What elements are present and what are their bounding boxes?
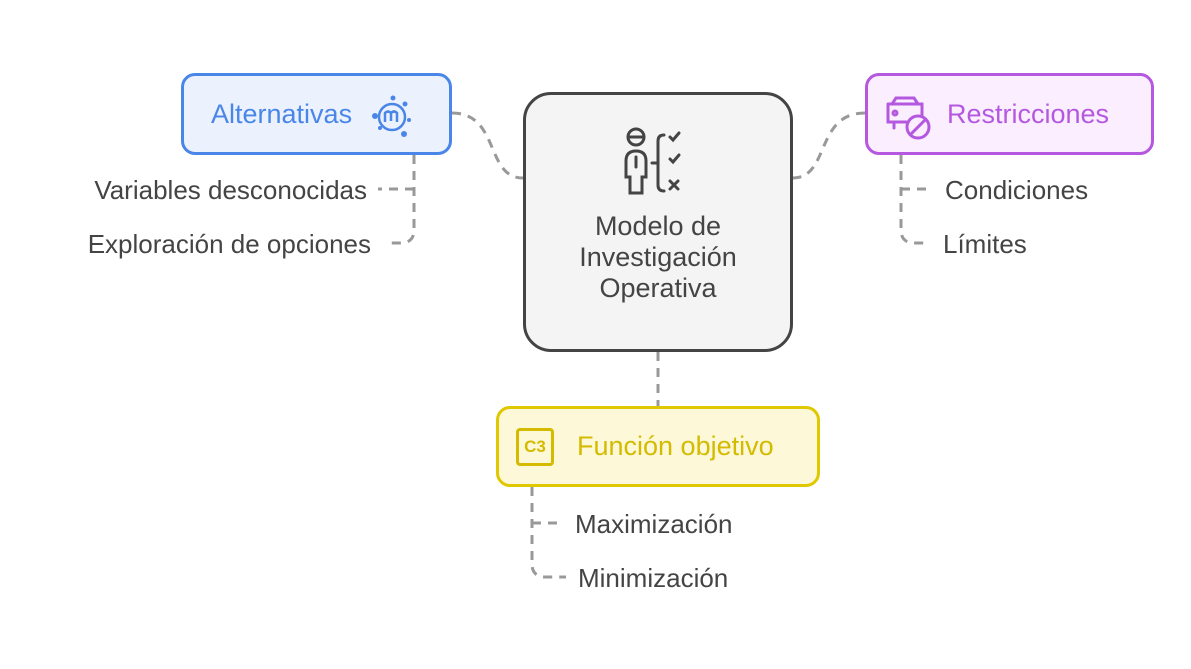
restricciones-node[interactable]: Restricciones — [865, 73, 1154, 155]
restricciones-item: Condiciones — [945, 175, 1089, 205]
center-title-line: Operativa — [599, 273, 717, 303]
funcion-title: Función objetivo — [577, 431, 774, 461]
center-title-line: Modelo de — [594, 211, 722, 241]
connector-alternativas — [451, 111, 524, 180]
bubble-m-icon — [372, 95, 411, 137]
car-blocked-icon — [886, 96, 931, 140]
connector-fun-items — [530, 487, 566, 579]
center-title: Modelo de Investigación Operativa — [579, 211, 737, 304]
connector-alt-items — [378, 155, 416, 245]
alternativas-item: Exploración de opciones — [87, 229, 371, 259]
center-title-line: Investigación — [579, 242, 737, 272]
connector-restricciones — [792, 111, 866, 180]
alternativas-item: Variables desconocidas — [94, 175, 367, 205]
funcion-item: Maximización — [575, 509, 733, 539]
connector-res-items — [899, 155, 930, 245]
person-checklist-icon — [624, 127, 681, 195]
restricciones-title: Restricciones — [947, 98, 1110, 129]
funcion-item: Minimización — [578, 563, 729, 593]
restricciones-item: Límites — [943, 229, 1027, 259]
alternativas-title: Alternativas — [211, 98, 353, 129]
funcion-node[interactable]: C3 Función objetivo — [496, 406, 820, 487]
c3-icon: C3 — [516, 428, 554, 466]
alternativas-node[interactable]: Alternativas — [181, 73, 452, 155]
center-node[interactable]: Modelo de Investigación Operativa — [523, 92, 793, 352]
